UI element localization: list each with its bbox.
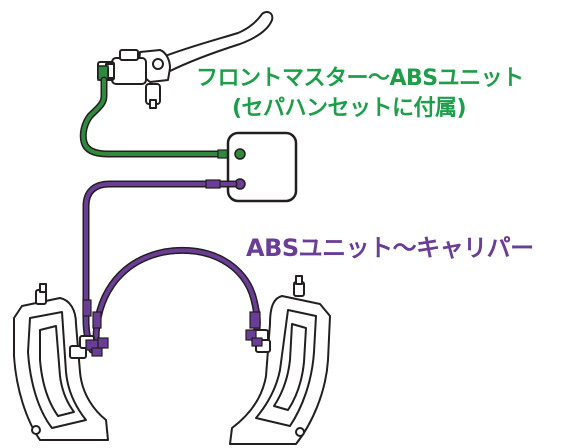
label-master-to-abs-line1: フロントマスター〜ABSユニット (196, 66, 524, 91)
abs-unit (226, 131, 298, 203)
label-master-to-abs-line2: (セパハンセットに付属) (232, 96, 467, 121)
left-caliper-fittings (85, 337, 109, 357)
abs-port-green (234, 148, 246, 160)
right-brake-caliper (229, 275, 331, 445)
left-brake-caliper (13, 283, 109, 441)
label-abs-to-caliper: ABSユニット〜キャリパー (246, 234, 534, 262)
purple-brake-hose (82, 179, 261, 354)
brake-lever (159, 11, 274, 73)
right-caliper-fittings (245, 329, 263, 347)
